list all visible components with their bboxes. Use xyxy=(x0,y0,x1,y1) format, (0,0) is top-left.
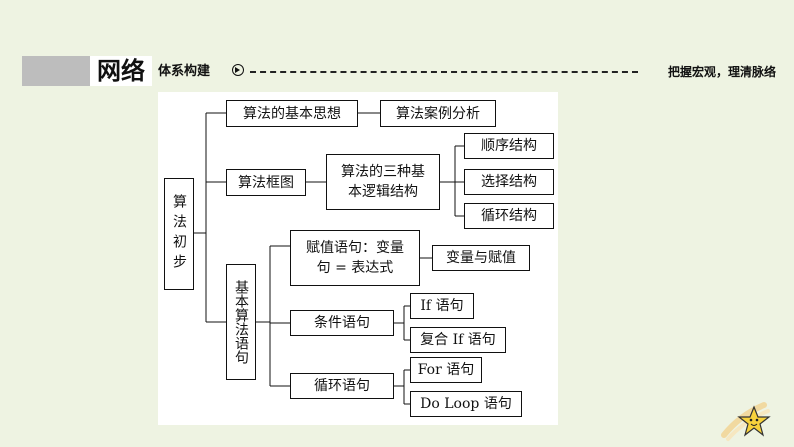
node-compound-if: 复合 If 语句 xyxy=(410,327,506,353)
node-loop-structure: 循环结构 xyxy=(464,203,554,229)
connector-lines xyxy=(194,112,464,405)
header-right-note: 把握宏观，理清脉络 xyxy=(667,65,776,79)
assignment-line2: 句 = 表达式 xyxy=(316,260,394,276)
section-header: 网络 体系构建 把握宏观，理清脉络 xyxy=(22,56,776,86)
concept-map: 算法初步 算法的基本思想 算法案例分析 算法框图 算法的三种基 本逻辑结构 顺序… xyxy=(158,92,558,425)
three-structures-line1: 算法的三种基 xyxy=(341,164,425,180)
node-sequence: 顺序结构 xyxy=(464,133,554,159)
header-subtitle: 体系构建 xyxy=(158,64,211,79)
node-three-structures: 算法的三种基 本逻辑结构 xyxy=(326,154,440,210)
node-algorithm-idea: 算法的基本思想 xyxy=(226,100,358,127)
node-loop-stmt: 循环语句 xyxy=(290,373,394,399)
node-assignment: 赋值语句：变量 句 = 表达式 xyxy=(290,230,420,286)
node-root: 算法初步 xyxy=(164,178,194,290)
assignment-line1: 赋值语句：变量 xyxy=(306,240,404,256)
circle-arrow-icon xyxy=(232,64,244,76)
node-do-loop: Do Loop 语句 xyxy=(410,391,522,417)
node-conditional: 条件语句 xyxy=(290,310,394,336)
node-selection: 选择结构 xyxy=(464,169,554,195)
node-flowchart: 算法框图 xyxy=(226,169,306,196)
node-var-assign: 变量与赋值 xyxy=(432,245,530,271)
node-for: For 语句 xyxy=(410,357,482,383)
dashed-divider xyxy=(250,71,638,73)
node-basic-statements: 基本算法语句 xyxy=(226,264,256,380)
three-structures-line2: 本逻辑结构 xyxy=(348,184,418,200)
node-if: If 语句 xyxy=(410,293,474,319)
header-grey-bar xyxy=(22,56,90,86)
node-case-analysis: 算法案例分析 xyxy=(380,100,496,127)
header-title: 网络 xyxy=(90,56,152,86)
star-decoration-icon xyxy=(721,402,771,441)
